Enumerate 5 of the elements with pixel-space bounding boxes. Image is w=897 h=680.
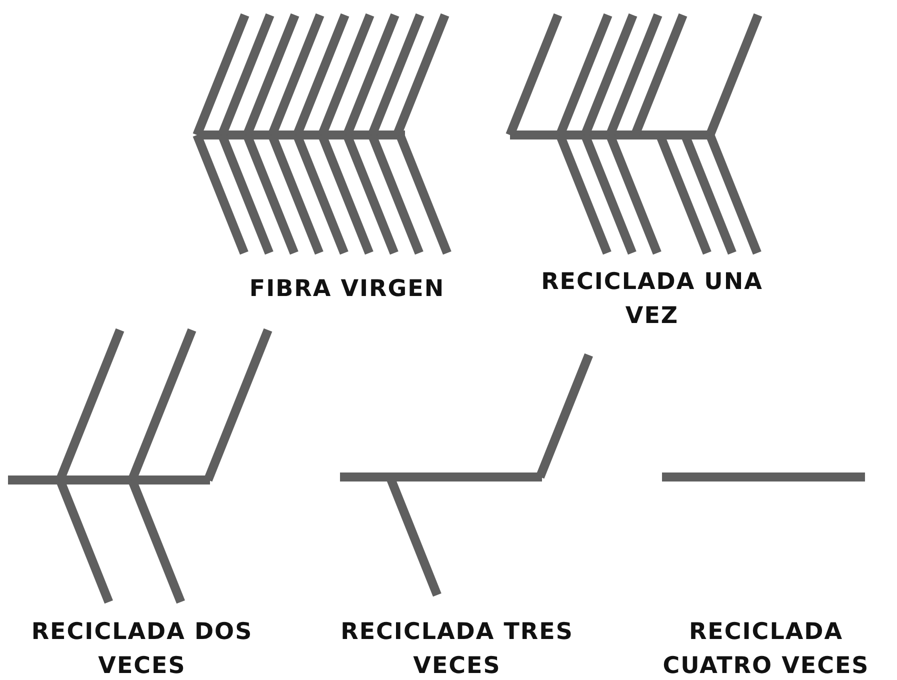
caption: RECICLADA TRES VECES [340,618,574,680]
caption: RECICLADA DOS VECES [30,618,254,680]
caption: RECICLADA UNA VEZ [540,268,764,331]
caption: RECICLADA CUATRO VECES [662,618,870,680]
caption: FIBRA VIRGEN [248,275,446,304]
